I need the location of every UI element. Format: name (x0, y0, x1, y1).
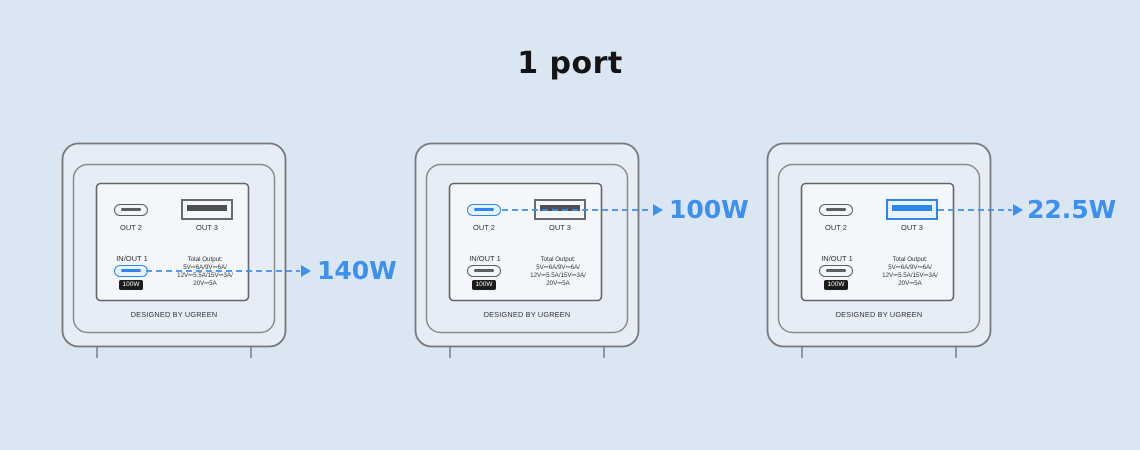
output-wattage-1: 140W (317, 256, 397, 285)
spec-line-4: 20V⎓5A (193, 280, 217, 287)
brand-text: DESIGNED BY UGREEN (483, 310, 571, 319)
inout1-usb-c-port (819, 265, 853, 277)
spec-line-1: Total Output: (187, 256, 223, 263)
out3-usb-a-port (181, 199, 233, 220)
out2-label: OUT 2 (825, 223, 847, 232)
out3-label: OUT 3 (549, 223, 571, 232)
out3-usb-a-port (886, 199, 938, 220)
out2-usb-c-port (819, 204, 853, 216)
spec-line-2: 5V⎓6A/9V⎓6A/ (183, 264, 227, 271)
inout1-usb-c-port (467, 265, 501, 277)
dashed-arrow-2 (502, 204, 663, 216)
spec-line-4: 20V⎓5A (898, 280, 922, 287)
charger-device-1: OUT 2 OUT 3 IN/OUT 1 100W Total Output: … (61, 142, 287, 358)
output-wattage-2: 100W (669, 195, 749, 224)
total-output-spec: Total Output: 5V⎓6A/9V⎓6A/ 12V⎓5.5A/15V⎓… (518, 256, 598, 288)
inout1-label: IN/OUT 1 (469, 254, 501, 263)
spec-line-1: Total Output: (540, 256, 576, 263)
spec-line-3: 12V⎓5.5A/15V⎓3A/ (882, 272, 938, 279)
output-wattage-3: 22.5W (1027, 195, 1117, 224)
out2-label: OUT 2 (120, 223, 142, 232)
out2-label: OUT 2 (473, 223, 495, 232)
inout1-usb-c-port (114, 265, 148, 277)
out2-usb-c-port (114, 204, 148, 216)
inout1-label: IN/OUT 1 (821, 254, 853, 263)
out3-label: OUT 3 (901, 223, 923, 232)
charger-device-3: OUT 2 OUT 3 IN/OUT 1 100W Total Output: … (766, 142, 992, 358)
brand-text: DESIGNED BY UGREEN (130, 310, 218, 319)
spec-line-2: 5V⎓6A/9V⎓6A/ (536, 264, 580, 271)
brand-text: DESIGNED BY UGREEN (835, 310, 923, 319)
inout1-label: IN/OUT 1 (116, 254, 148, 263)
total-output-spec: Total Output: 5V⎓6A/9V⎓6A/ 12V⎓5.5A/15V⎓… (870, 256, 950, 288)
charger-device-2: OUT 2 OUT 3 IN/OUT 1 100W Total Output: … (414, 142, 640, 358)
spec-line-4: 20V⎓5A (546, 280, 570, 287)
spec-line-3: 12V⎓5.5A/15V⎓3A/ (530, 272, 586, 279)
dashed-arrow-3 (938, 204, 1023, 216)
out3-label: OUT 3 (196, 223, 218, 232)
spec-line-3: 12V⎓5.5A/15V⎓3A/ (177, 272, 233, 279)
page-title: 1 port (517, 46, 623, 81)
dashed-arrow-1 (146, 265, 311, 277)
out2-usb-c-port (467, 204, 501, 216)
power-badge: 100W (472, 280, 496, 290)
spec-line-1: Total Output: (892, 256, 928, 263)
power-badge: 100W (119, 280, 143, 290)
total-output-spec: Total Output: 5V⎓6A/9V⎓6A/ 12V⎓5.5A/15V⎓… (165, 256, 245, 288)
power-badge: 100W (824, 280, 848, 290)
spec-line-2: 5V⎓6A/9V⎓6A/ (888, 264, 932, 271)
